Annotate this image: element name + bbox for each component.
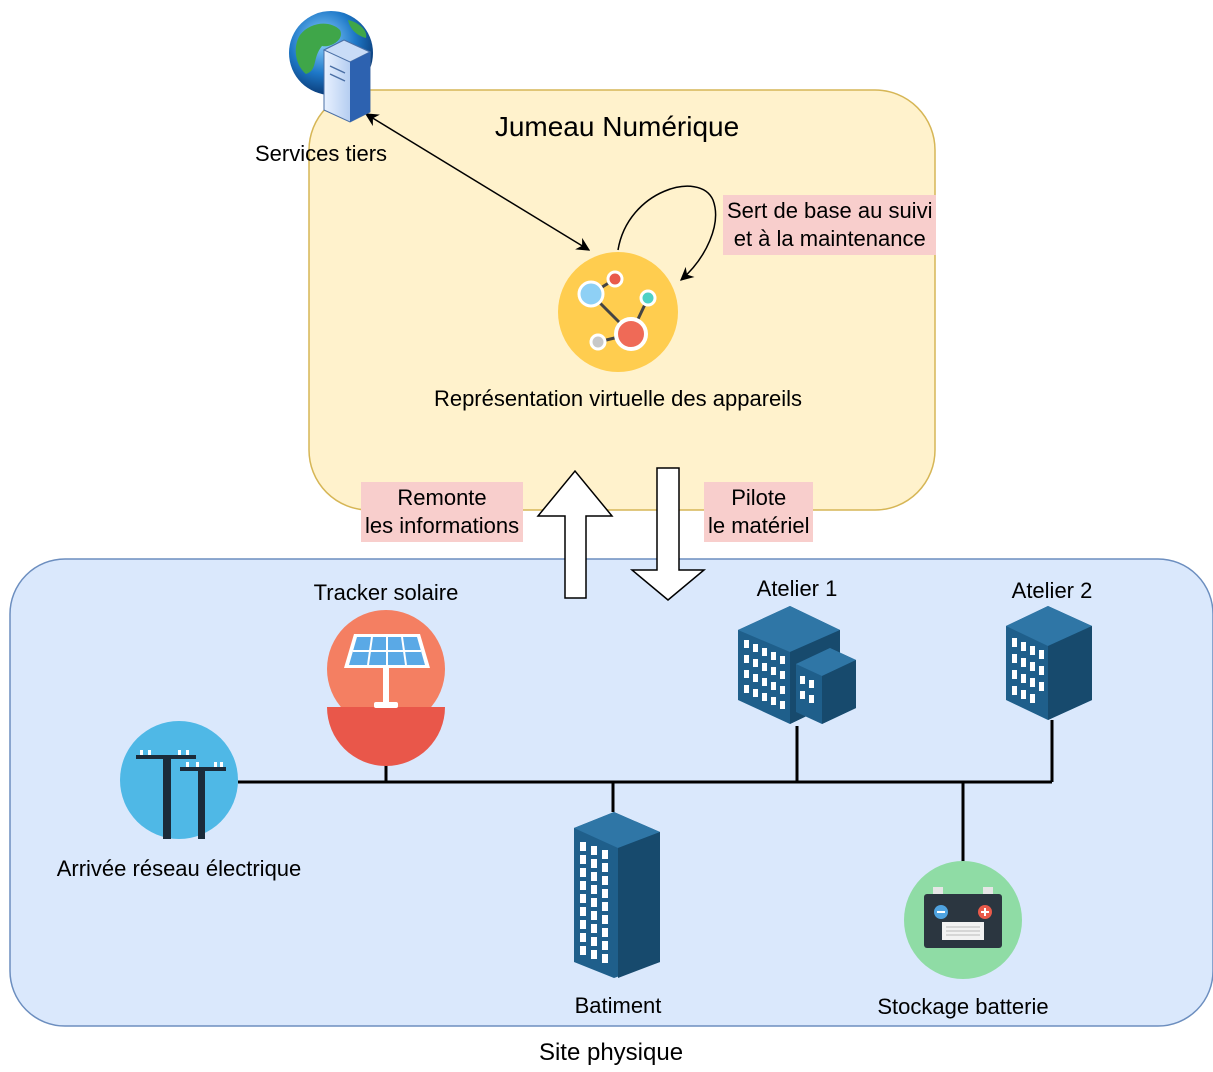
building-window — [580, 868, 586, 877]
third-party-services-label: Services tiers — [255, 141, 388, 166]
building-window — [602, 876, 608, 885]
building-window — [591, 911, 597, 920]
building-window — [602, 902, 608, 911]
main-building-icon — [574, 812, 660, 978]
down-flow-label-line-1: Pilote — [731, 485, 787, 510]
battery-icon — [904, 861, 1022, 979]
building-window — [591, 937, 597, 946]
virtual-representation-label: Représentation virtuelle des appareils — [433, 386, 803, 411]
building-window — [602, 941, 608, 950]
self-loop-arrow — [617, 185, 717, 281]
solar-panel-icon — [327, 610, 445, 766]
building-window — [580, 907, 586, 916]
workshop-2-building-icon — [1006, 606, 1092, 720]
building-window — [602, 850, 608, 859]
physical-site-caption: Site physique — [538, 1039, 684, 1066]
up-flow-arrow — [536, 469, 614, 599]
building-window — [580, 933, 586, 942]
building-window — [591, 872, 597, 881]
building-window — [602, 915, 608, 924]
solar-tracker-label: Tracker solaire — [313, 580, 459, 605]
workshop-1-label: Atelier 1 — [756, 576, 838, 601]
up-flow-label-line-2: les informations — [365, 513, 520, 538]
building-window — [591, 950, 597, 959]
building-window — [591, 846, 597, 855]
workshop-1-windows — [744, 640, 814, 709]
globe-server-icon — [289, 11, 373, 123]
workshop-2-label: Atelier 2 — [1011, 578, 1093, 603]
building-window — [591, 859, 597, 868]
building-window — [591, 885, 597, 894]
self-loop-label-line-2: et à la maintenance — [733, 226, 926, 251]
battery-label: Stockage batterie — [877, 994, 1049, 1019]
up-flow-label: Remonte les informations — [361, 482, 524, 542]
building-label: Batiment — [574, 993, 662, 1018]
down-flow-label-line-2: le matériel — [708, 513, 810, 538]
building-window — [580, 946, 586, 955]
building-window — [591, 924, 597, 933]
up-flow-label-line-1: Remonte — [397, 485, 487, 510]
self-loop-label-line-1: Sert de base au suivi — [727, 198, 933, 223]
power-pole-icon — [120, 721, 238, 839]
power-bus — [238, 720, 1054, 862]
building-window — [602, 928, 608, 937]
building-window — [580, 920, 586, 929]
third-party-link-arrow — [364, 113, 591, 251]
building-window — [580, 855, 586, 864]
building-window — [580, 881, 586, 890]
building-window — [580, 894, 586, 903]
building-window — [602, 863, 608, 872]
workshop-1-building-icon — [738, 606, 856, 724]
building-window — [591, 898, 597, 907]
building-window — [580, 842, 586, 851]
building-window — [602, 954, 608, 963]
down-flow-label: Pilote le matériel — [704, 482, 814, 542]
network-nodes-icon — [558, 252, 678, 372]
down-flow-arrow — [629, 467, 707, 601]
digital-twin-title: Jumeau Numérique — [494, 111, 740, 142]
building-window — [602, 889, 608, 898]
self-loop-label: Sert de base au suivi et à la maintenanc… — [723, 195, 937, 255]
grid-input-label: Arrivée réseau électrique — [56, 856, 302, 881]
